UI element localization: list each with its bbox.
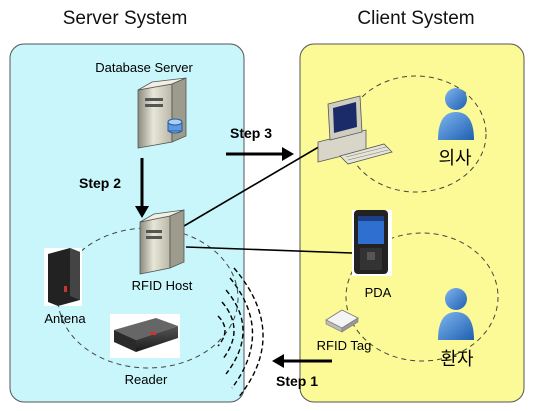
- pda-label: PDA: [365, 285, 392, 300]
- doctor-person-icon: [438, 88, 474, 140]
- server-system-title: Server System: [63, 8, 188, 29]
- reader-label: Reader: [125, 372, 168, 387]
- step1-label: Step 1: [276, 373, 318, 389]
- step1-arrow: [272, 354, 332, 368]
- client-system-title: Client System: [357, 8, 474, 29]
- rfid-host-icon: [139, 209, 185, 275]
- rfid-tag-icon: [325, 309, 359, 333]
- antena-label: Antena: [44, 311, 86, 326]
- database-server-icon: [137, 77, 187, 149]
- patient-dashed-ellipse: [345, 232, 499, 362]
- radio-waves-icon: [217, 267, 264, 399]
- step2-arrow: [135, 158, 149, 218]
- rfid-host-label: RFID Host: [132, 278, 193, 293]
- step2-label: Step 2: [79, 175, 121, 191]
- patient-label: 환자: [440, 349, 474, 369]
- doctor-label: 의사: [438, 148, 472, 168]
- reader-icon: [110, 314, 180, 358]
- patient-person-icon: [438, 288, 474, 340]
- antenna-icon: [44, 248, 82, 306]
- step3-label: Step 3: [230, 125, 272, 141]
- desktop-computer-icon: [317, 95, 393, 165]
- host-to-pda-line: [185, 246, 353, 254]
- pda-icon: [352, 210, 392, 276]
- database-server-label: Database Server: [95, 60, 193, 75]
- server-dashed-ellipse: [57, 227, 239, 369]
- host-to-computer-line: [183, 137, 335, 227]
- rfid-tag-label: RFID Tag: [317, 338, 372, 353]
- step3-arrow: [226, 147, 294, 161]
